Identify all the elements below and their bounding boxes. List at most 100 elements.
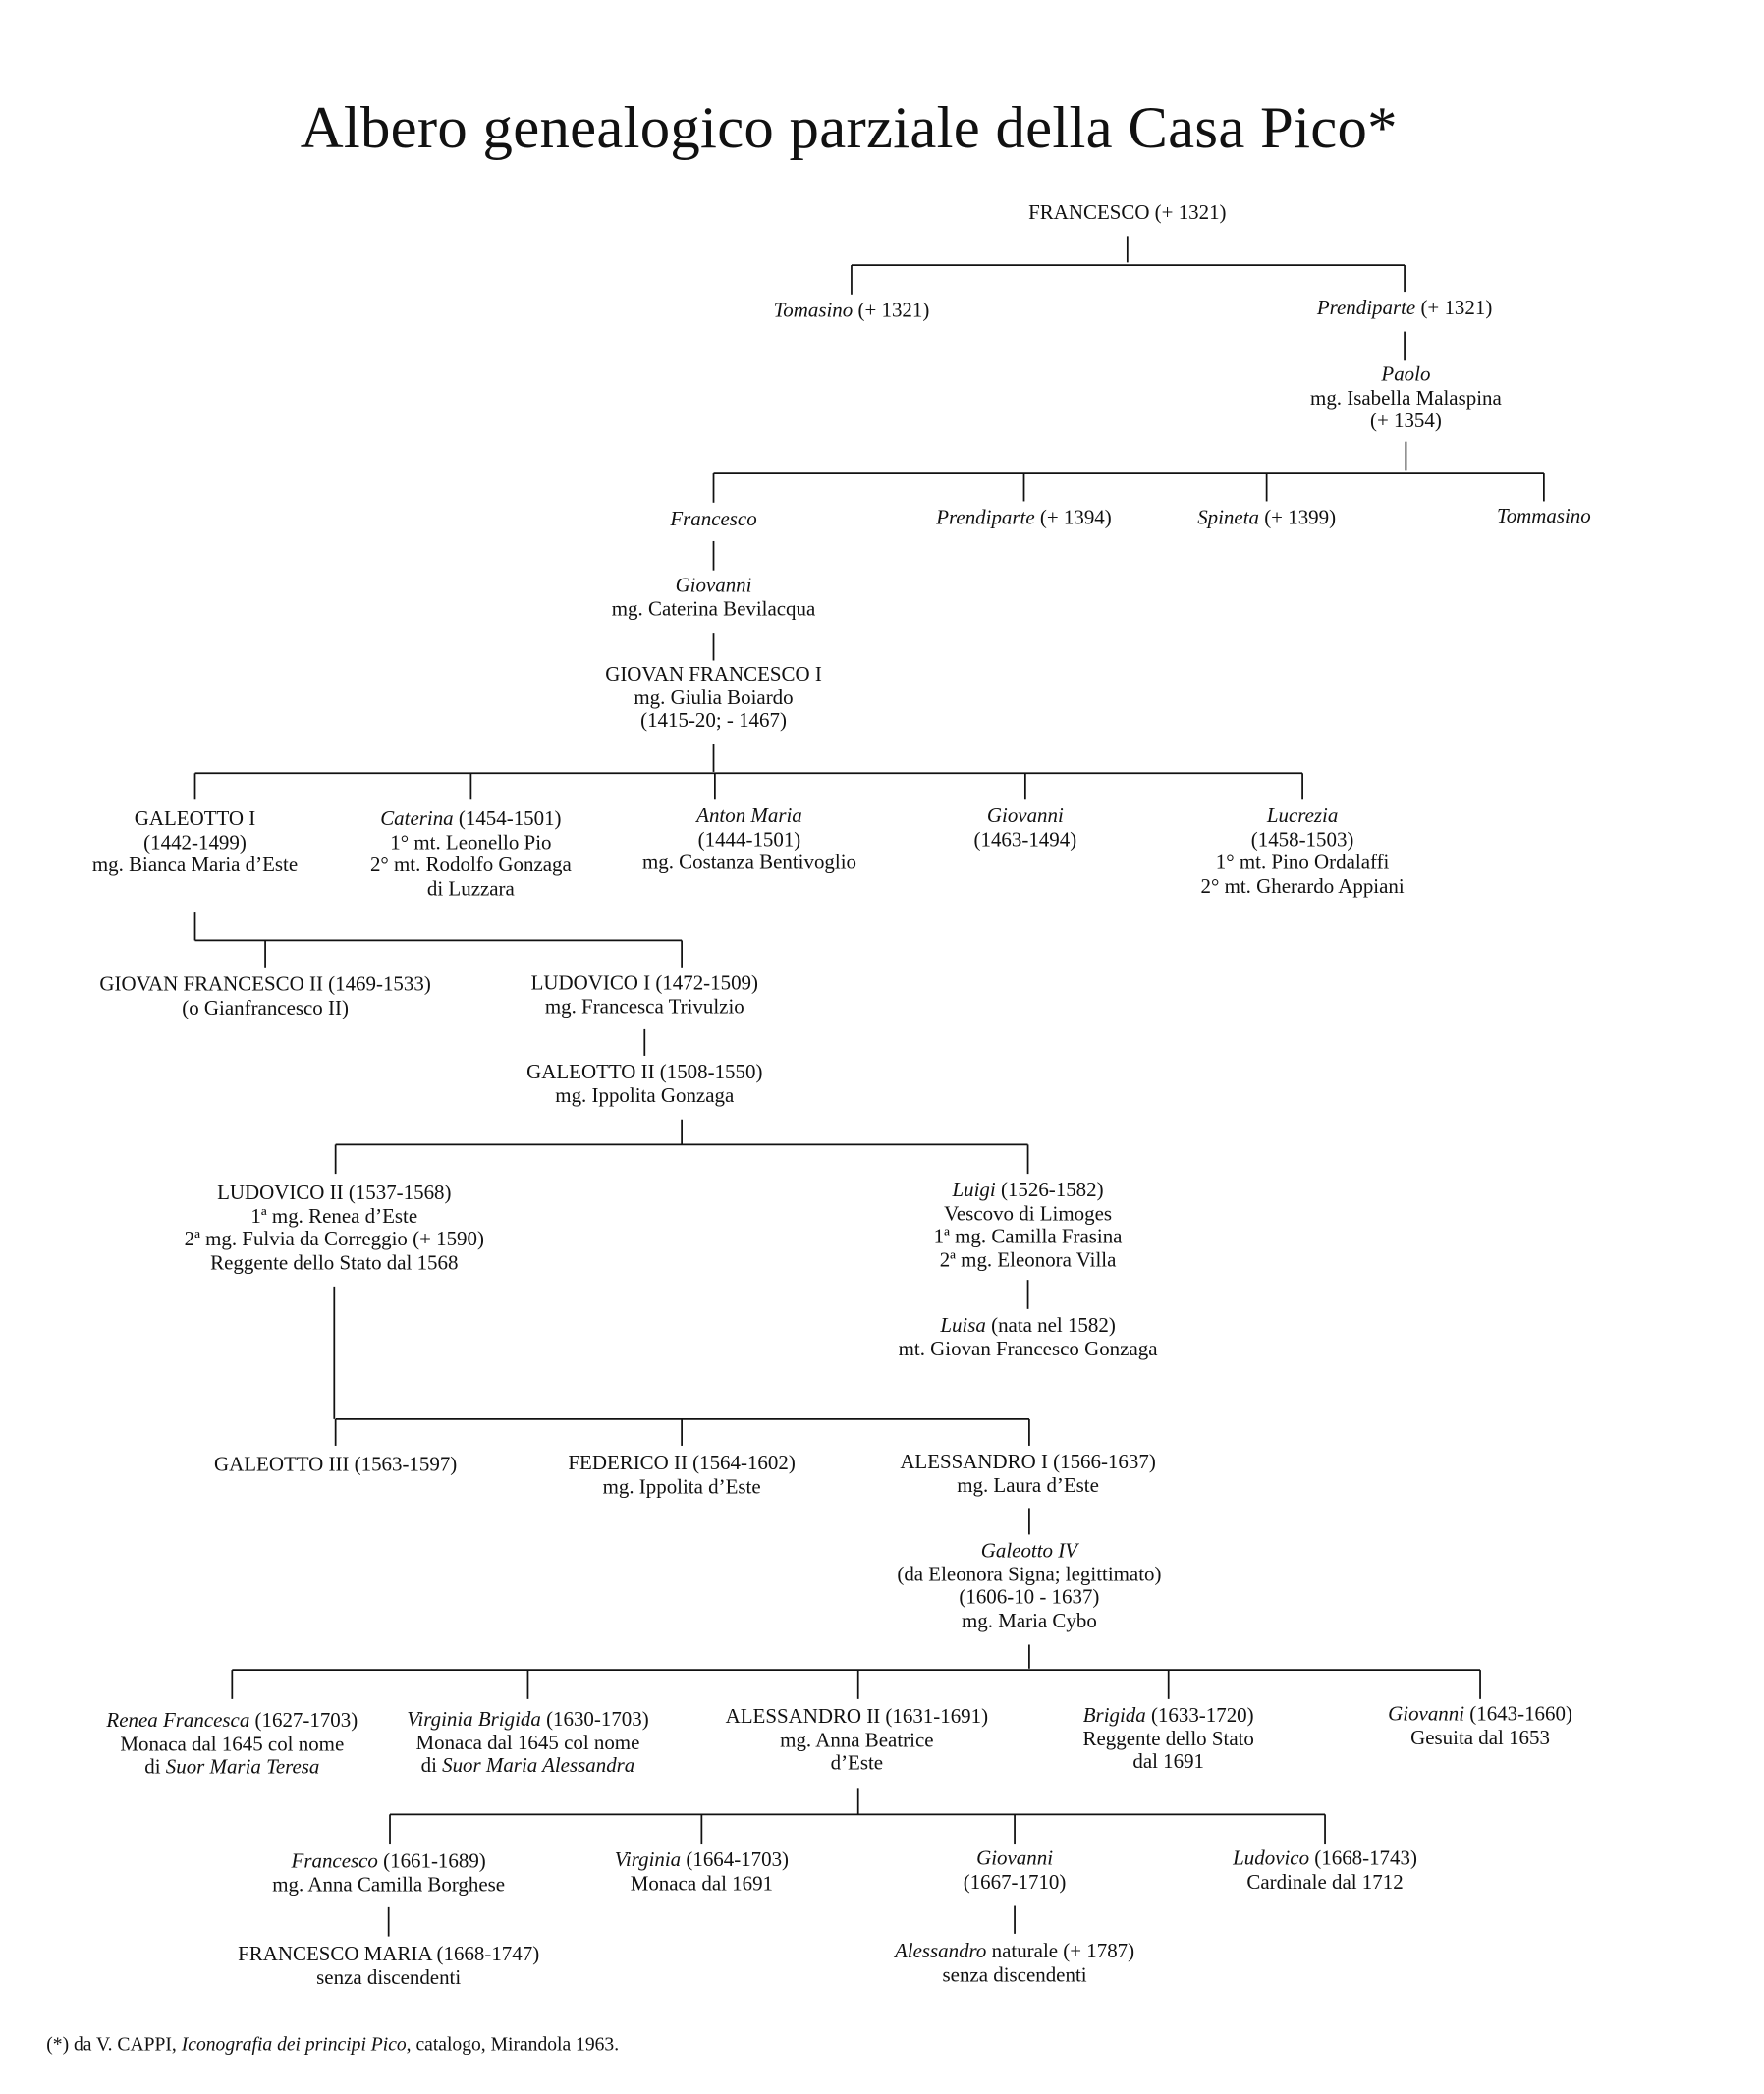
person-prendiparte-1321: Prendiparte (+ 1321) [1317,297,1492,320]
person-detail: (1458-1503) [1250,828,1354,852]
person-detail: (1627-1703) [249,1709,358,1733]
person-detail: 2ª mg. Eleonora Villa [939,1248,1117,1272]
person-detail: (+ 1321) [1415,297,1493,320]
person-detail: ALESSANDRO I (1566-1637) [900,1451,1156,1474]
person-detail: GALEOTTO II (1508-1550) [526,1061,763,1084]
person-line: (da Eleonora Signa; legittimato) [897,1564,1161,1587]
person-detail: (1442-1499) [143,831,247,854]
person-detail: (1606-10 - 1637) [959,1586,1100,1610]
person-detail: 1° mt. Pino Ordalaffi [1215,852,1390,875]
person-line: LUDOVICO II (1537-1568) [185,1182,484,1205]
person-line: (o Gianfrancesco II) [99,997,430,1020]
person-detail: Reggente dello Stato [1082,1728,1254,1750]
person-line: Reggente dello Stato [1083,1728,1254,1751]
person-line: Giovanni [964,1847,1067,1871]
person-detail: mg. Anna Camilla Borghese [272,1873,506,1897]
person-line: (1667-1710) [964,1871,1067,1895]
person-line: mg. Costanza Bentivoglio [642,852,856,875]
person-detail: senza discendenti [942,1963,1087,1987]
person-alessandro-ii: ALESSANDRO II (1631-1691)mg. Anna Beatri… [726,1706,988,1776]
person-line: Gesuita dal 1653 [1388,1727,1572,1750]
person-line: Vescovo di Limoges [934,1202,1123,1226]
person-line: mg. Ippolita d’Este [568,1475,795,1499]
person-line: (1463-1494) [974,828,1077,852]
person-giovanni-1463: Giovanni(1463-1494) [974,805,1077,853]
person-line: mg. Francesca Trivulzio [531,996,758,1019]
person-alessandro-naturale: Alessandro naturale (+ 1787)senza discen… [895,1941,1134,1988]
person-virginia-brigida: Virginia Brigida (1630-1703)Monaca dal 1… [407,1708,649,1778]
person-name: Anton Maria [696,804,802,828]
person-line: ALESSANDRO I (1566-1637) [900,1451,1155,1474]
person-detail: mg. Costanza Bentivoglio [641,852,856,875]
person-name: Ludovico [1233,1847,1310,1871]
person-detail: Vescovo di Limoges [944,1202,1113,1226]
person-name: Suor Maria Teresa [160,1756,320,1780]
person-line: mg. Anna Beatrice [726,1729,988,1752]
person-name: Giovanni [1388,1702,1465,1726]
person-detail: GALEOTTO I [134,807,256,831]
person-detail: (+ 1321) [853,300,930,323]
person-ludovico-ii: LUDOVICO II (1537-1568)1ª mg. Renea d’Es… [185,1182,484,1275]
person-francesco-1661: Francesco (1661-1689)mg. Anna Camilla Bo… [272,1850,505,1898]
person-line: mg. Caterina Bevilacqua [612,597,815,621]
person-line: (1415-20; - 1467) [605,710,822,734]
person-detail: 1ª mg. Renea d’Este [250,1204,418,1228]
person-name: Tommasino [1496,505,1591,528]
person-line: Cardinale dal 1712 [1233,1871,1417,1895]
footnote-prefix: (*) da V. CAPPI, [46,2034,182,2057]
person-line: Giovanni (1643-1660) [1388,1703,1572,1727]
person-line: Prendiparte (+ 1321) [1317,297,1492,320]
footnote: (*) da V. CAPPI, Iconografia dei princip… [46,2035,619,2058]
person-name: Lucrezia [1266,804,1339,828]
person-renea-francesca: Renea Francesca (1627-1703)Monaca dal 16… [106,1710,358,1780]
person-detail: (+ 1354) [1369,410,1442,433]
person-name: Galeotto IV [980,1539,1078,1563]
person-detail: dal 1691 [1132,1750,1205,1774]
person-line: Giovanni [612,575,815,598]
person-detail: mg. Giulia Boiardo [634,686,794,709]
person-galeotto-iv: Galeotto IV(da Eleonora Signa; legittima… [897,1540,1161,1633]
person-detail: mg. Ippolita d’Este [602,1475,761,1499]
person-detail: Monaca dal 1691 [630,1872,774,1896]
person-name: Brigida [1082,1704,1146,1728]
person-line: LUDOVICO I (1472-1509) [531,972,758,996]
person-line: Galeotto IV [897,1540,1161,1564]
person-alessandro-i: ALESSANDRO I (1566-1637)mg. Laura d’Este [900,1451,1155,1498]
person-detail: Monaca dal 1645 col nome [120,1733,345,1756]
person-name: Prendiparte [1316,297,1416,320]
person-detail: GIOVAN FRANCESCO II (1469-1533) [99,973,431,997]
person-name: Virginia [614,1848,682,1872]
person-detail: (1668-1743) [1309,1847,1417,1871]
person-line: Spineta (+ 1399) [1197,507,1336,530]
person-line: 1ª mg. Renea d’Este [185,1205,484,1229]
person-detail: FRANCESCO (+ 1321) [1028,201,1227,225]
person-line: FRANCESCO MARIA (1668-1747) [238,1943,539,1966]
person-detail: (1454-1501) [453,807,562,831]
person-line: Renea Francesca (1627-1703) [106,1710,358,1734]
person-detail: di [420,1754,437,1778]
person-line: Francesco (1661-1689) [272,1850,505,1874]
person-name: Renea Francesca [106,1709,250,1733]
person-line: (1444-1501) [642,828,856,852]
person-line: 2° mt. Rodolfo Gonzaga [370,854,572,878]
person-detail: GIOVAN FRANCESCO I [605,663,822,687]
person-detail: Cardinale dal 1712 [1246,1870,1404,1894]
person-line: Virginia Brigida (1630-1703) [407,1708,649,1732]
person-detail: (1643-1660) [1464,1702,1572,1726]
person-detail: ALESSANDRO II (1631-1691) [725,1705,989,1729]
person-detail: (1630-1703) [540,1708,649,1732]
person-detail: mg. Isabella Malaspina [1310,386,1502,410]
person-detail: mg. Anna Beatrice [780,1729,934,1752]
person-giovan-francesco-ii: GIOVAN FRANCESCO II (1469-1533)(o Gianfr… [99,973,430,1020]
person-line: Ludovico (1668-1743) [1233,1847,1417,1871]
person-detail: FRANCESCO MARIA (1668-1747) [238,1943,540,1966]
person-detail: (1633-1720) [1145,1704,1254,1728]
person-name: Spineta [1197,506,1259,529]
person-line: 1° mt. Leonello Pio [370,831,572,854]
person-detail: mg. Bianca Maria d’Este [91,854,299,877]
person-line: Virginia (1664-1703) [615,1848,789,1872]
